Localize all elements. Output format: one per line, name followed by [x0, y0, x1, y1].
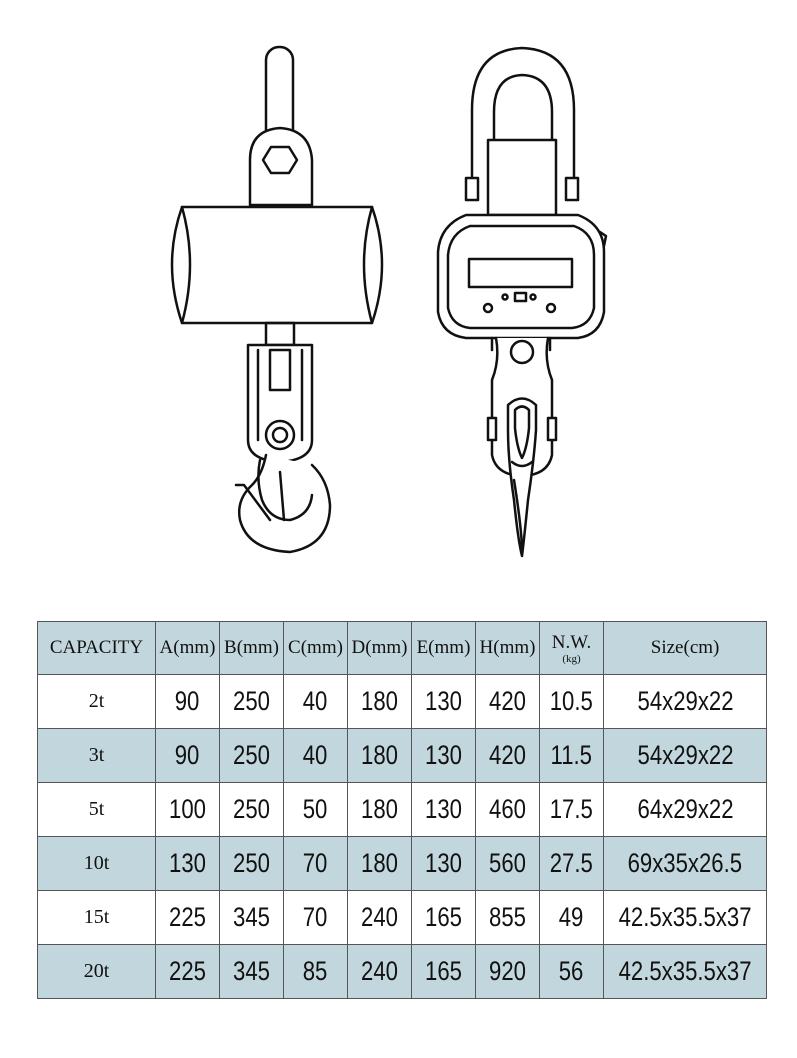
table-row: 3t 90 250 40 180 130 420 11.5 54x29x22 — [37, 728, 768, 783]
capacity-cell: 15t — [37, 890, 156, 945]
a-cell: 130 — [155, 836, 220, 891]
capacity-cell: 10t — [37, 836, 156, 891]
b-cell: 250 — [219, 836, 284, 891]
header-capacity: CAPACITY — [37, 621, 156, 675]
e-cell: 165 — [411, 944, 476, 999]
e-cell: 130 — [411, 782, 476, 837]
capacity-cell: 3t — [37, 728, 156, 783]
a-cell: 225 — [155, 944, 220, 999]
nw-cell: 56 — [539, 944, 604, 999]
h-cell: 420 — [475, 728, 540, 783]
a-cell: 90 — [155, 728, 220, 783]
h-cell: 460 — [475, 782, 540, 837]
header-h: H(mm) — [475, 621, 540, 675]
size-cell: 54x29x22 — [602, 674, 768, 729]
b-cell: 250 — [219, 728, 284, 783]
size-cell: 64x29x22 — [602, 782, 768, 837]
b-cell: 345 — [219, 890, 284, 945]
header-size: Size(cm) — [602, 621, 768, 675]
c-cell: 50 — [283, 782, 348, 837]
table-row: 10t 130 250 70 180 130 560 27.5 69x35x26… — [37, 836, 768, 891]
c-cell: 70 — [283, 890, 348, 945]
d-cell: 240 — [347, 890, 412, 945]
b-cell: 250 — [219, 782, 284, 837]
header-nw-label: N.W. — [551, 632, 592, 653]
size-cell: 42.5x35.5x37 — [602, 944, 768, 999]
size-cell: 69x35x26.5 — [602, 836, 768, 891]
a-cell: 225 — [155, 890, 220, 945]
header-nw: N.W. (kg) — [539, 621, 604, 675]
e-cell: 130 — [411, 836, 476, 891]
b-cell: 250 — [219, 674, 284, 729]
h-cell: 560 — [475, 836, 540, 891]
capacity-cell: 2t — [37, 674, 156, 729]
d-cell: 240 — [347, 944, 412, 999]
e-cell: 165 — [411, 890, 476, 945]
d-cell: 180 — [347, 674, 412, 729]
c-cell: 40 — [283, 674, 348, 729]
c-cell: 70 — [283, 836, 348, 891]
e-cell: 130 — [411, 728, 476, 783]
d-cell: 180 — [347, 836, 412, 891]
spec-table: CAPACITY A(mm) B(mm) C(mm) D(mm) E(mm) H… — [37, 621, 768, 999]
header-d: D(mm) — [347, 621, 412, 675]
table-row: 15t 225 345 70 240 165 855 49 42.5x35.5x… — [37, 890, 768, 945]
header-c: C(mm) — [283, 621, 348, 675]
h-cell: 920 — [475, 944, 540, 999]
crane-scale-drawing — [170, 45, 608, 558]
table-row: 2t 90 250 40 180 130 420 10.5 54x29x22 — [37, 674, 768, 729]
table-header-row: CAPACITY A(mm) B(mm) C(mm) D(mm) E(mm) H… — [37, 621, 768, 675]
d-cell: 180 — [347, 728, 412, 783]
capacity-cell: 5t — [37, 782, 156, 837]
table-row: 5t 100 250 50 180 130 460 17.5 64x29x22 — [37, 782, 768, 837]
d-cell: 180 — [347, 782, 412, 837]
e-cell: 130 — [411, 674, 476, 729]
c-cell: 85 — [283, 944, 348, 999]
header-e: E(mm) — [411, 621, 476, 675]
table-row: 20t 225 345 85 240 165 920 56 42.5x35.5x… — [37, 944, 768, 999]
header-nw-unit: (kg) — [562, 653, 581, 665]
c-cell: 40 — [283, 728, 348, 783]
a-cell: 100 — [155, 782, 220, 837]
header-a: A(mm) — [155, 621, 220, 675]
nw-cell: 11.5 — [539, 728, 604, 783]
nw-cell: 17.5 — [539, 782, 604, 837]
nw-cell: 27.5 — [539, 836, 604, 891]
b-cell: 345 — [219, 944, 284, 999]
side-view-drawing — [170, 45, 384, 554]
a-cell: 90 — [155, 674, 220, 729]
h-cell: 420 — [475, 674, 540, 729]
capacity-cell: 20t — [37, 944, 156, 999]
size-cell: 42.5x35.5x37 — [602, 890, 768, 945]
nw-cell: 49 — [539, 890, 604, 945]
h-cell: 855 — [475, 890, 540, 945]
size-cell: 54x29x22 — [602, 728, 768, 783]
header-b: B(mm) — [219, 621, 284, 675]
front-view-drawing — [436, 46, 608, 558]
nw-cell: 10.5 — [539, 674, 604, 729]
